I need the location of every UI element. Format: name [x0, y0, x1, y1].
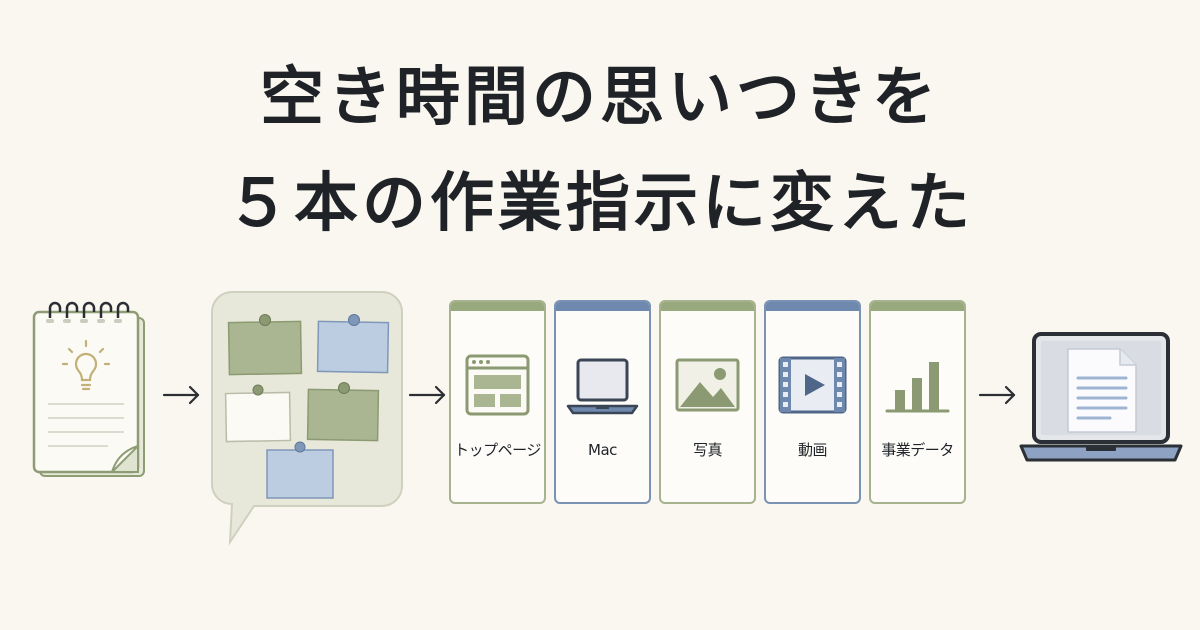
card-accent-bar — [451, 302, 544, 311]
task-card-mac: Mac — [554, 300, 651, 504]
arrow-right-icon — [162, 385, 200, 405]
task-label: トップページ — [454, 441, 541, 459]
task-label: 写真 — [692, 441, 723, 459]
task-card-business-data: 事業データ — [869, 300, 966, 504]
card-accent-bar — [661, 302, 754, 311]
arrow-right-icon — [408, 385, 446, 405]
card-accent-bar — [871, 302, 964, 311]
page-title-line-2: ５本の作業指示に変えた — [226, 167, 974, 241]
card-accent-bar — [556, 302, 649, 311]
laptop-document-icon — [1019, 332, 1183, 462]
task-label: 動画 — [797, 441, 828, 459]
photo-icon — [675, 358, 740, 412]
task-card-video: 動画 — [764, 300, 861, 504]
sticky-note-board-icon — [211, 291, 403, 546]
video-icon — [778, 356, 847, 414]
task-card-photo: 写真 — [659, 300, 756, 504]
arrow-right-icon — [978, 385, 1016, 405]
task-card-top-page: トップページ — [449, 300, 546, 504]
webpage-icon — [465, 354, 530, 416]
task-label: Mac — [588, 441, 617, 459]
task-label: 事業データ — [881, 441, 954, 459]
bar-chart-icon — [885, 362, 950, 413]
notepad-idea-icon — [32, 301, 145, 477]
card-accent-bar — [766, 302, 859, 311]
page-title-line-1: 空き時間の思いつきを — [260, 61, 940, 135]
laptop-icon — [566, 358, 639, 415]
